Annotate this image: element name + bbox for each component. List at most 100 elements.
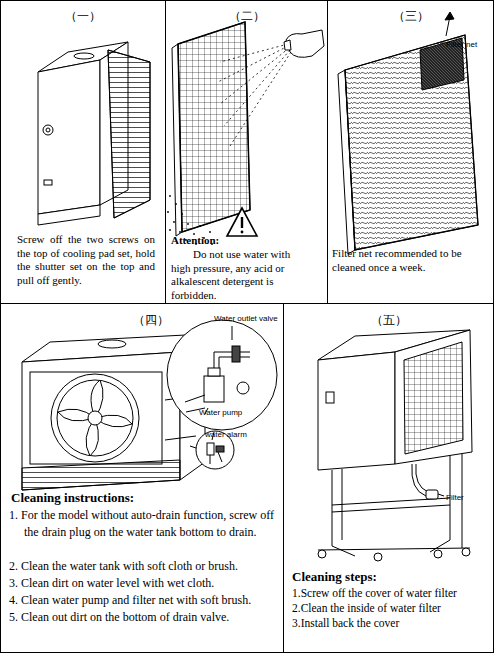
part-label: Water outlet valve — [214, 314, 278, 323]
cooler-on-stand — [462, 548, 470, 556]
cooling-pad — [345, 35, 478, 250]
panel-number: （三） — [328, 9, 493, 23]
cooler-on-stand — [395, 330, 472, 464]
part-label: water alarm — [205, 430, 247, 439]
cooler-on-stand — [318, 330, 472, 561]
filter-net — [420, 12, 464, 90]
warning-symbol — [241, 217, 243, 228]
cooler-interior — [30, 372, 162, 464]
instruction-item: 2. Clean the water tank with soft cloth … — [9, 558, 281, 575]
water-filter — [438, 494, 444, 496]
cooling-pad — [178, 22, 250, 232]
cooler-unit — [44, 180, 52, 185]
cooler-unit — [46, 128, 50, 132]
water-spray — [218, 44, 291, 146]
cooler-interior — [51, 374, 139, 462]
pump-detail — [167, 320, 277, 430]
water-alarm — [190, 446, 196, 448]
pump-detail — [208, 368, 220, 376]
cooler-interior — [88, 411, 102, 425]
water-filter — [412, 464, 426, 496]
falling-dirt — [209, 231, 211, 233]
step-item: 2.Clean the inside of water filter — [292, 601, 492, 616]
water-spray — [230, 52, 291, 146]
filter-net — [445, 12, 454, 20]
instruction-text: Filter net recommended to be cleaned onc… — [332, 247, 484, 274]
instruction-panel: （一） Screw off the two screws on the top o… — [0, 0, 166, 304]
instruction-item: 3. Clean dirt on water level with wet cl… — [9, 575, 281, 592]
cooler-on-stand — [332, 498, 450, 512]
cooler-unit — [74, 53, 94, 59]
falling-dirt — [175, 203, 177, 205]
warning-text: Do not use water with high pressure, any… — [171, 248, 309, 302]
water-alarm — [207, 443, 214, 455]
cooler-on-stand — [374, 553, 382, 561]
pump-detail — [237, 382, 249, 394]
instructions-heading: Cleaning instructions: — [11, 490, 271, 506]
panel-number: （四） — [101, 313, 201, 327]
falling-dirt — [169, 229, 171, 231]
falling-dirt — [181, 213, 183, 215]
spray-hand — [286, 30, 324, 57]
part-label: Filter net — [446, 40, 477, 49]
spray-hand — [284, 40, 291, 50]
step-item: 1.Screw off the cover of water filter — [292, 586, 492, 601]
cooler-on-stand — [434, 550, 442, 558]
water-spray — [220, 44, 288, 62]
cooling-pad — [172, 22, 250, 236]
spray-hand — [284, 30, 324, 57]
falling-dirt — [173, 221, 175, 223]
falling-dirt — [187, 223, 189, 225]
step-item: 3.Install back the cover — [292, 616, 492, 631]
water-alarm — [210, 452, 222, 464]
cooler-on-stand — [326, 392, 334, 403]
pump-detail — [204, 376, 224, 402]
part-label: Water pump — [199, 408, 242, 417]
cooler-unit — [43, 125, 53, 135]
cooler-on-stand — [318, 540, 470, 556]
cooler-on-stand — [318, 352, 395, 470]
instruction-panel: （四） Cleaning instructions:1. For the mode… — [0, 303, 284, 653]
water-filter — [412, 464, 444, 499]
attention-heading: Attention: — [171, 234, 311, 248]
instruction-panel: （二） Attention:Do not use water with high … — [165, 0, 328, 304]
instruction-panel: （五） Cleaning steps:1.Screw off the cover … — [283, 303, 494, 653]
cooler-interior — [22, 352, 180, 490]
water-spray — [224, 50, 290, 126]
instruction-item: 5. Clean out dirt on the bottom of drain… — [9, 609, 281, 626]
cooler-unit — [38, 60, 100, 214]
falling-dirt — [199, 225, 201, 227]
part-label: Filter — [446, 493, 464, 502]
cooler-on-stand — [332, 454, 462, 548]
water-spray — [218, 46, 288, 82]
cooler-unit — [38, 205, 100, 225]
instruction-text: Screw off the two screws on the top of c… — [17, 233, 155, 287]
warning-symbol — [227, 208, 257, 236]
steps-heading: Cleaning steps: — [292, 569, 488, 585]
pump-detail — [232, 346, 240, 362]
cooler-unit — [108, 50, 150, 218]
instruction-item: 1. For the model without auto-drain func… — [9, 507, 281, 541]
falling-dirt — [179, 231, 181, 233]
falling-dirt — [167, 211, 169, 213]
water-spray — [220, 48, 289, 104]
cooler-on-stand — [318, 550, 326, 558]
warning-symbol — [227, 208, 257, 236]
panel-number: （二） — [166, 9, 327, 23]
cooling-pad — [178, 22, 250, 232]
instruction-item: 4. Clean water pump and filter net with … — [9, 592, 281, 609]
panel-number: （五） — [339, 313, 439, 327]
water-filter — [426, 490, 438, 499]
cooler-interior — [98, 340, 126, 348]
cooling-pad — [338, 35, 478, 254]
warning-symbol — [241, 231, 244, 234]
cooler-interior — [57, 380, 133, 456]
water-filter — [416, 464, 428, 492]
cooler-on-stand — [404, 342, 463, 454]
cooler-unit — [108, 50, 150, 218]
pump-detail — [167, 320, 277, 430]
panel-number: （一） — [1, 9, 165, 23]
cooling-pad — [345, 35, 478, 250]
